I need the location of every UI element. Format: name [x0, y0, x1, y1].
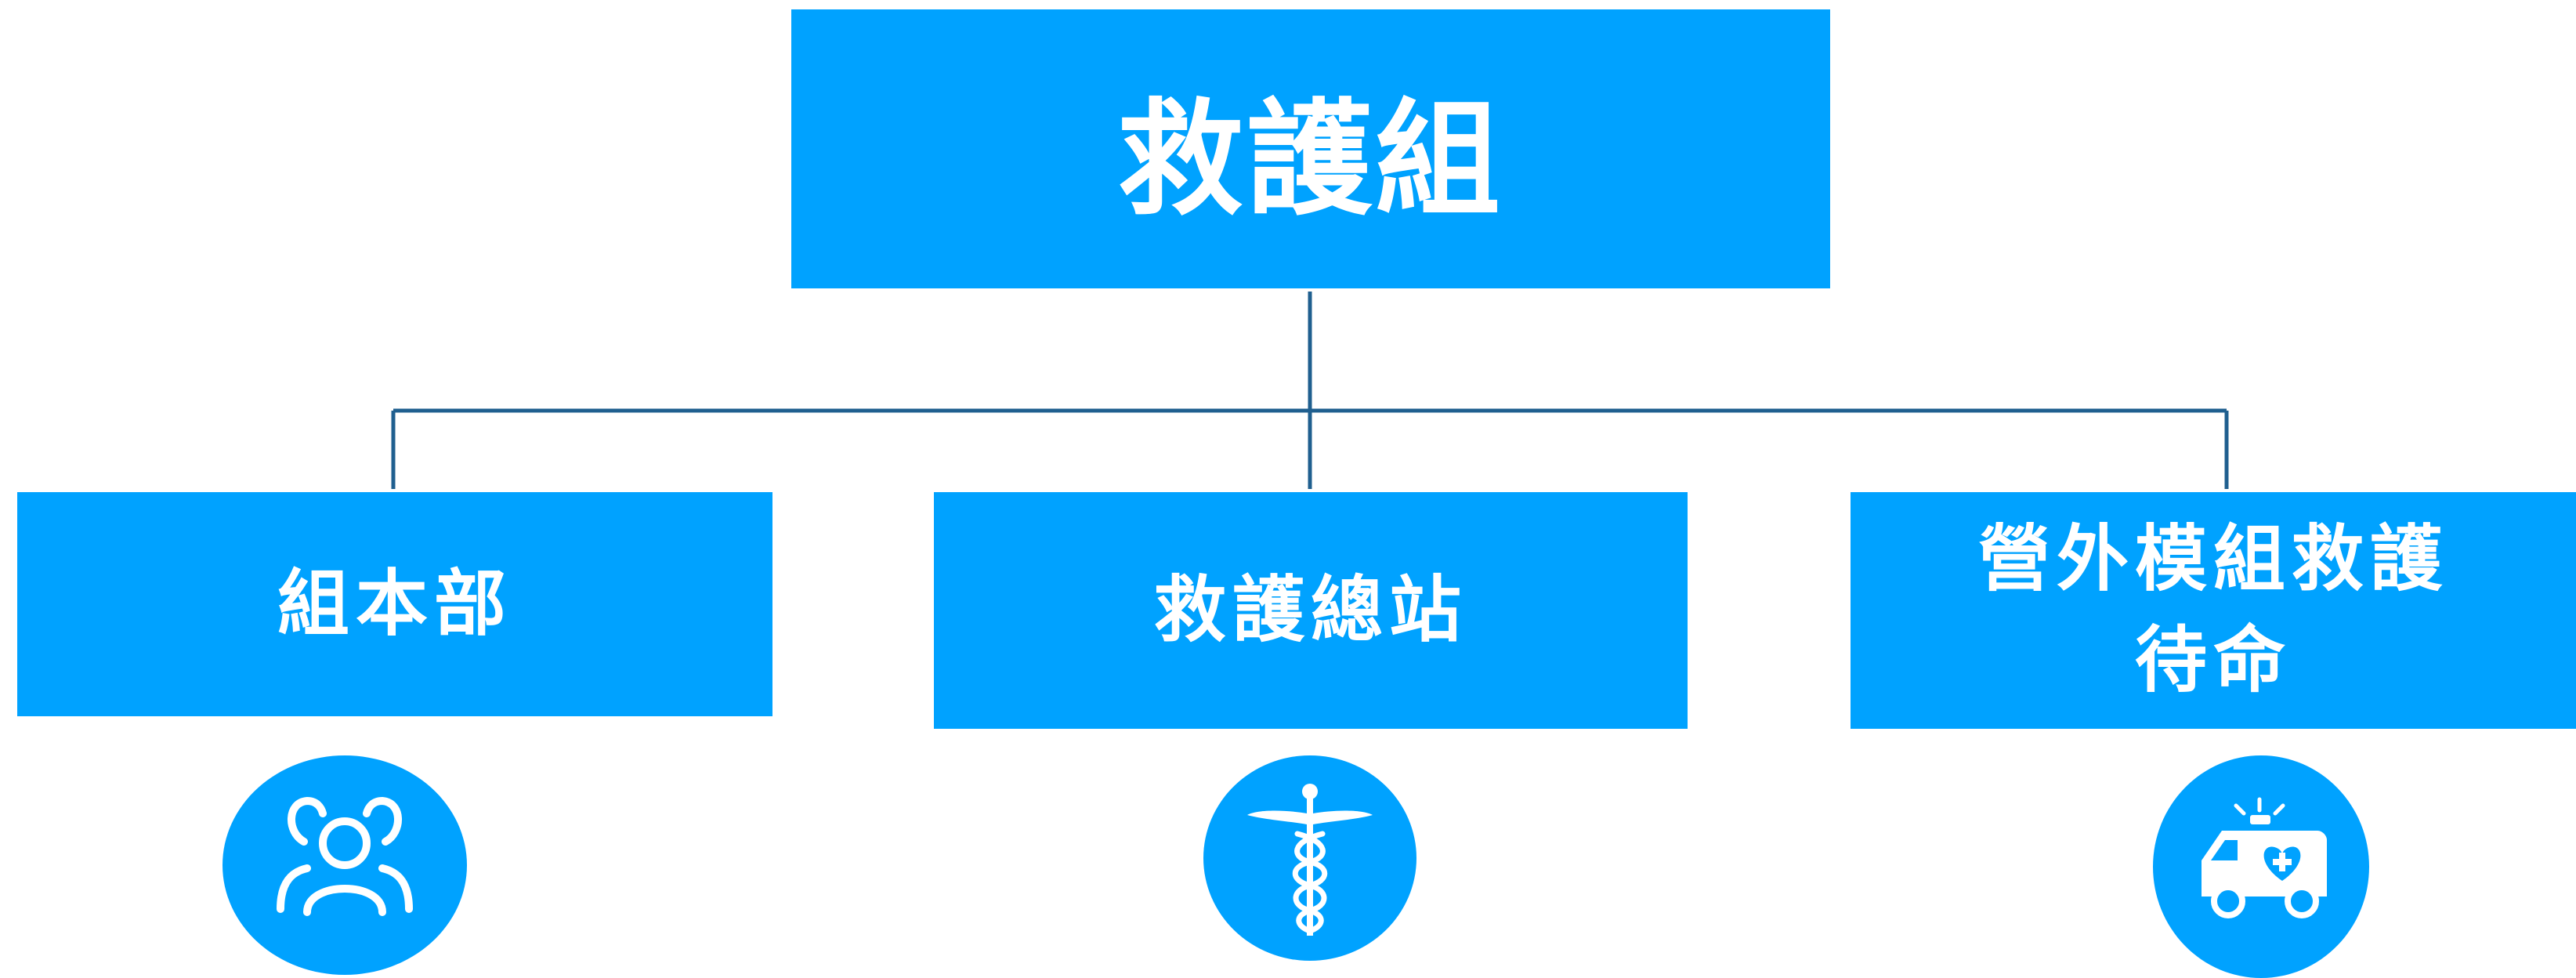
- child-node-3-label-line-1: 營外模組救護: [1977, 517, 2448, 602]
- caduceus-icon: [1203, 755, 1416, 961]
- root-node-label: 救護組: [1117, 86, 1503, 233]
- child-node-1: 組本部: [17, 492, 772, 716]
- child-node-3: 營外模組救護 待命: [1851, 492, 2576, 729]
- child-node-3-label-line-2: 待命: [2134, 618, 2292, 702]
- group-people-icon: [223, 755, 467, 975]
- root-node: 救護組: [791, 9, 1830, 288]
- child-node-1-label: 組本部: [277, 561, 512, 646]
- child-node-2: 救護總站: [934, 492, 1688, 729]
- ambulance-icon: [2153, 755, 2369, 978]
- child-node-2-label: 救護總站: [1153, 567, 1467, 652]
